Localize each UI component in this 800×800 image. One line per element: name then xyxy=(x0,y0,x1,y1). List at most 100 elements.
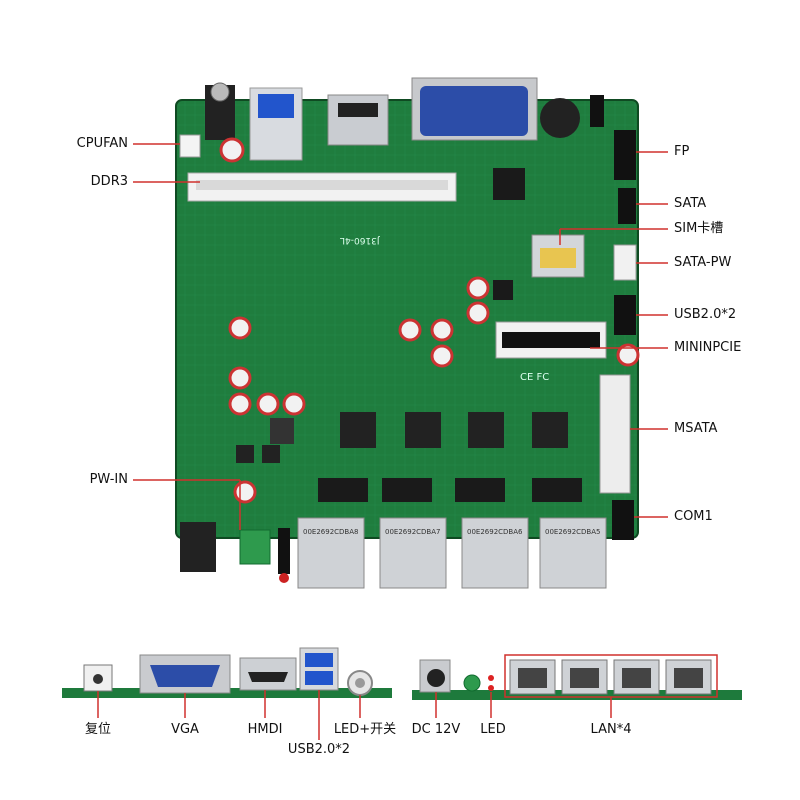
sata-port xyxy=(618,188,636,224)
fp-header xyxy=(614,130,636,180)
sim-contacts xyxy=(540,248,576,268)
label-led: LED xyxy=(480,722,506,737)
buzzer xyxy=(540,98,580,138)
mac-label-4: 00E2692CDBA5 xyxy=(545,528,601,536)
label-minipcie: MININPCIE xyxy=(674,340,742,355)
hdmi-port-top xyxy=(327,94,389,146)
capacitor xyxy=(466,276,490,300)
label-com1: COM1 xyxy=(674,509,713,524)
msata-slot xyxy=(599,374,631,494)
audio-jack xyxy=(210,82,230,102)
cpufan-header xyxy=(179,134,201,158)
mac-label-3: 00E2692CDBA6 xyxy=(467,528,523,536)
label-usb20: USB2.0*2 xyxy=(674,307,737,322)
lan-controller-chip xyxy=(405,412,441,448)
lan-transformer xyxy=(382,478,432,502)
label-led-switch: LED+开关 xyxy=(333,722,397,737)
capacitor xyxy=(398,318,422,342)
capacitor xyxy=(228,392,252,416)
vga-port-top xyxy=(420,86,528,136)
mosfet xyxy=(236,445,254,463)
inductor xyxy=(270,418,294,444)
top-board-bottom-edge xyxy=(180,517,607,589)
label-dc12v: DC 12V xyxy=(411,722,461,737)
rj45-port xyxy=(461,517,529,589)
leader-lines-bottom-right xyxy=(435,692,612,718)
usb3-insert-b xyxy=(305,671,333,685)
rj45-port xyxy=(539,517,607,589)
capacitor xyxy=(466,301,490,325)
usb3-insert-a xyxy=(305,653,333,667)
hdmi-port-side xyxy=(248,672,288,682)
capacitor xyxy=(282,392,306,416)
label-ddr3: DDR3 xyxy=(90,174,128,189)
lan-controller-chip xyxy=(532,412,568,448)
label-sata-pw: SATA-PW xyxy=(674,255,732,270)
lan-transformer xyxy=(318,478,368,502)
label-sata: SATA xyxy=(674,196,707,211)
usb3-insert-top xyxy=(258,94,294,118)
minipcie-socket xyxy=(502,332,600,348)
terminal-side xyxy=(463,674,481,692)
led-top xyxy=(279,573,289,583)
mosfet xyxy=(262,445,280,463)
com1-header xyxy=(612,500,634,540)
label-reset: 复位 xyxy=(84,722,112,737)
side-pcb-right xyxy=(412,690,742,700)
label-msata: MSATA xyxy=(674,421,718,436)
hdmi-slot-top xyxy=(338,103,378,117)
mac-label-1: 00E2692CDBA8 xyxy=(303,528,359,536)
led-switch-top xyxy=(278,528,290,574)
capacitor xyxy=(616,343,640,367)
rj45-side xyxy=(509,659,556,695)
label-vga: VGA xyxy=(171,722,199,737)
lan-transformer xyxy=(455,478,505,502)
lan-transformers xyxy=(318,478,582,502)
capacitor xyxy=(430,318,454,342)
power-button xyxy=(590,95,604,127)
capacitor xyxy=(256,392,280,416)
label-sim: SIM卡槽 xyxy=(674,221,724,236)
vga-port-side xyxy=(150,665,220,687)
rj45-side-opening xyxy=(518,668,547,688)
leader-lines-top xyxy=(133,143,668,530)
capacitor xyxy=(233,480,257,504)
capacitor xyxy=(430,344,454,368)
silkscreen-fcc: CE FC xyxy=(520,372,550,383)
led-dot-a xyxy=(488,675,494,681)
dc-jack-side xyxy=(427,669,445,687)
rj45-port xyxy=(379,517,447,589)
label-hdmi: HMDI xyxy=(247,722,283,737)
label-fp: FP xyxy=(674,144,690,159)
reset-button-knob xyxy=(93,674,103,684)
ddr3-slot xyxy=(187,172,457,202)
rj45-side-opening xyxy=(674,668,703,688)
mac-label-2: 00E2692CDBA7 xyxy=(385,528,441,536)
label-cpufan: CPUFAN xyxy=(76,136,128,151)
pw-in-terminal xyxy=(239,529,271,565)
capacitor xyxy=(228,316,252,340)
pw-in-dc-jack xyxy=(180,522,216,572)
side-view-left xyxy=(62,647,392,698)
label-usb20-bottom: USB2.0*2 xyxy=(287,742,351,757)
chip xyxy=(493,280,513,300)
capacitor xyxy=(219,137,245,163)
rj45-port xyxy=(297,517,365,589)
chip xyxy=(493,168,525,200)
label-lan4: LAN*4 xyxy=(590,722,632,737)
led-dot-b xyxy=(488,685,494,691)
capacitor xyxy=(228,366,252,390)
label-pw-in: PW-IN xyxy=(89,472,128,487)
lan-controller-chip xyxy=(468,412,504,448)
silkscreen-model: J3160-4L xyxy=(340,235,380,245)
sata-pw-header xyxy=(613,244,637,281)
ddr3-contacts xyxy=(196,180,448,190)
side-view-right xyxy=(412,654,742,700)
top-edge-connectors xyxy=(205,77,604,161)
rj45-side-opening xyxy=(622,668,651,688)
chips xyxy=(236,168,568,463)
usb20-header xyxy=(614,295,636,335)
rj45-side-opening xyxy=(570,668,599,688)
lan-controller-chip xyxy=(340,412,376,448)
